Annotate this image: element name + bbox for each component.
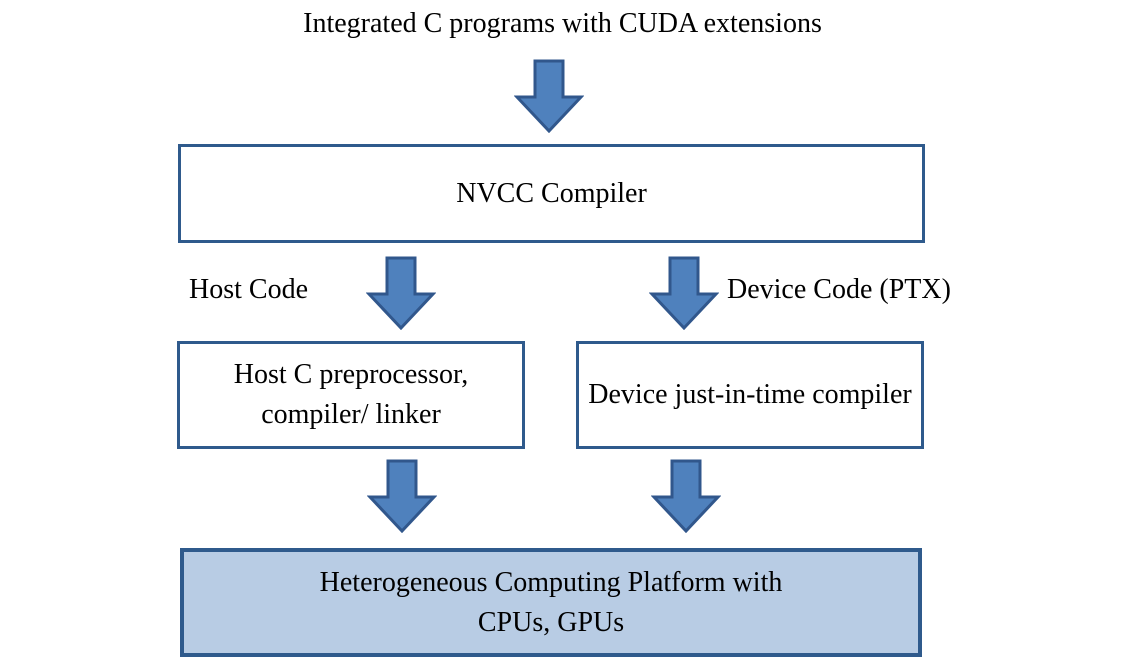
- down-arrow-icon-device-code: [649, 256, 719, 330]
- host-preprocessor-label-line1: Host C preprocessor,: [233, 359, 469, 391]
- down-arrow-icon-device-to-platform: [651, 459, 721, 533]
- down-arrow-icon-nvcc-input: [514, 59, 584, 133]
- device-jit-compiler-label: Device just-in-time compiler: [588, 379, 912, 411]
- heterogeneous-platform-label-line2: CPUs, GPUs: [477, 606, 625, 638]
- nvcc-compiler-node: NVCC Compiler: [178, 144, 925, 243]
- device-code-label: Device Code (PTX): [727, 274, 951, 305]
- down-arrow-icon-host-to-platform: [367, 459, 437, 533]
- down-arrow-icon-host-code: [366, 256, 436, 330]
- device-jit-compiler-node: Device just-in-time compiler: [576, 341, 924, 449]
- host-preprocessor-node: Host C preprocessor, compiler/ linker: [177, 341, 525, 449]
- host-preprocessor-label-line2: compiler/ linker: [261, 399, 441, 430]
- host-code-label: Host Code: [189, 274, 308, 305]
- diagram-title: Integrated C programs with CUDA extensio…: [303, 8, 822, 39]
- heterogeneous-platform-label-line1: Heterogeneous Computing Platform with: [319, 566, 783, 598]
- heterogeneous-platform-node: Heterogeneous Computing Platform with CP…: [180, 548, 922, 657]
- nvcc-compiler-label: NVCC Compiler: [456, 177, 647, 209]
